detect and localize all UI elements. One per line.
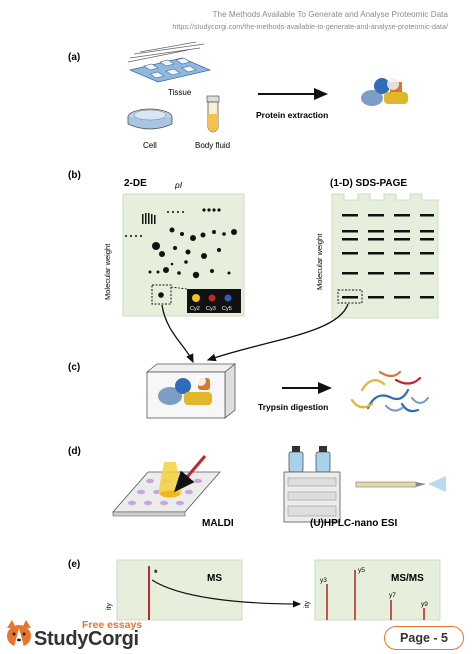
cy5-label: Cy5 xyxy=(222,306,232,312)
y7-label: y7 xyxy=(389,592,396,599)
molecular-weight-left-label: Molecular weight xyxy=(103,243,112,300)
corgi-logo-icon xyxy=(7,620,31,647)
panel-e-label: (e) xyxy=(68,559,80,570)
molecular-weight-right-label: Molecular weight xyxy=(315,233,324,290)
sds-page-bands xyxy=(342,214,434,299)
msms-y-label: ity xyxy=(304,601,311,609)
panel-a-label: (a) xyxy=(68,52,80,63)
cell-dish-icon xyxy=(127,108,173,130)
panel-c-label: (c) xyxy=(68,362,80,373)
arrow-from-sds xyxy=(206,303,349,362)
protein-extraction-label: Protein extraction xyxy=(256,110,328,120)
document-url[interactable]: https://studycorgi.com/the-methods-avail… xyxy=(172,22,448,31)
peptides-icon xyxy=(350,370,430,413)
document-title: The Methods Available To Generate and An… xyxy=(212,10,448,19)
cy2-spot xyxy=(192,294,200,302)
arrow-from-2de xyxy=(161,304,194,364)
cy5-spot xyxy=(224,294,232,302)
hplc-esi-instrument-icon xyxy=(283,446,446,523)
maldi-label: MALDI xyxy=(202,518,234,529)
protein-blobs-icon xyxy=(361,78,408,106)
selected-band-box xyxy=(337,289,363,304)
tissue-icon xyxy=(127,41,212,83)
y3-label: y3 xyxy=(320,577,327,584)
msms-label: MS/MS xyxy=(391,573,424,584)
ms-to-msms-arrow xyxy=(151,579,302,608)
cell-label: Cell xyxy=(143,141,157,150)
two-de-label: 2-DE xyxy=(124,178,147,189)
protein-box xyxy=(145,363,237,419)
free-essays-tagline: Free essays xyxy=(82,619,143,631)
laser-arrow xyxy=(174,455,207,493)
sds-page-label: (1-D) SDS-PAGE xyxy=(330,178,407,189)
panel-d-label: (d) xyxy=(68,446,81,457)
trypsin-digestion-label: Trypsin digestion xyxy=(258,402,328,412)
sds-page-gel xyxy=(331,193,439,319)
panel-b-label: (b) xyxy=(68,170,81,181)
msms-spectrum-panel xyxy=(314,559,441,621)
maldi-plate-icon xyxy=(112,455,221,517)
tissue-label: Tissue xyxy=(168,88,192,97)
body-fluid-label: Body fluid xyxy=(195,141,230,150)
ms-label: MS xyxy=(207,573,222,584)
page-number-badge: Page - 5 xyxy=(384,626,464,650)
selected-spot xyxy=(158,292,164,298)
studycorgi-brand[interactable]: StudyCorgi xyxy=(34,628,139,650)
y5-label: y5 xyxy=(358,567,365,574)
selected-spot-box xyxy=(151,284,172,305)
hplc-esi-label: (U)HPLC-nano ESI xyxy=(310,518,397,529)
pi-label: pI xyxy=(174,180,183,190)
y9-label: y9 xyxy=(421,601,428,608)
ms-spectrum-panel xyxy=(116,559,243,621)
page-number-text: Page - 5 xyxy=(400,631,448,645)
ms-star: * xyxy=(154,568,158,578)
cy2-label: Cy2 xyxy=(190,306,200,312)
body-fluid-tube-icon xyxy=(206,95,220,133)
two-de-spots xyxy=(125,208,237,279)
ms-y-label: ity xyxy=(106,603,113,611)
cy3-label: Cy3 xyxy=(206,306,216,312)
cy3-spot xyxy=(208,294,216,302)
